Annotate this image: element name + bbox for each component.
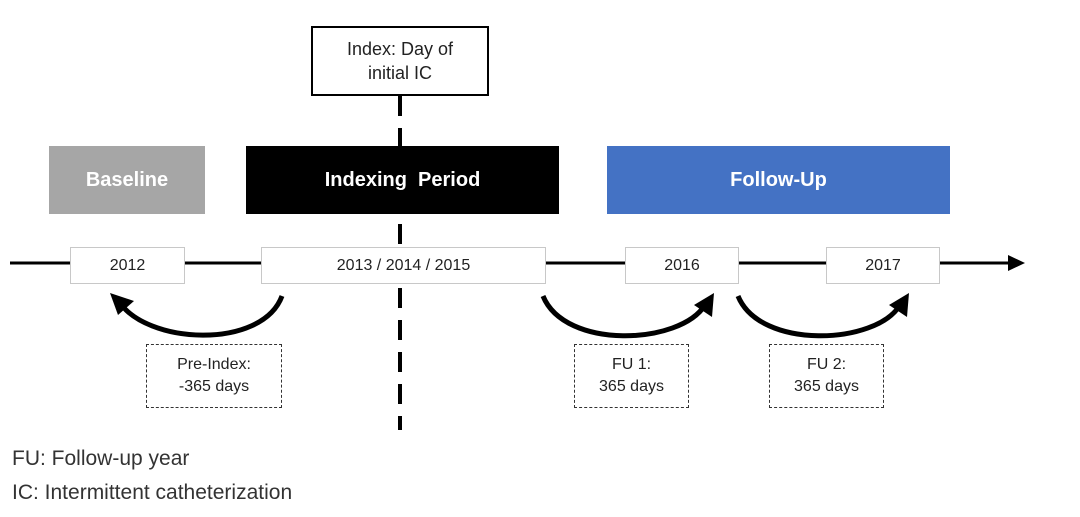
fu1-curved-arrow [540,294,708,339]
pre-index-note-line1: Pre-Index: [177,356,251,373]
fu1-arrowhead [694,293,714,317]
index-box-line1: Index: Day of [346,39,454,59]
year-box-2017: 2017 [826,247,940,284]
year-box-2013-2015: 2013 / 2014 / 2015 [261,247,546,284]
indexing-period-label: Indexing Period [324,168,481,191]
year-box-2012: 2012 [70,247,185,284]
index-box-line2: initial IC [367,63,433,83]
fu2-note-line2: 365 days [794,378,859,395]
year-box-2016: 2016 [625,247,739,284]
pre-index-arrowhead [110,293,134,315]
pre-index-note-line2: -365 days [178,378,250,395]
followup-period-bar: Follow-Up [607,146,950,214]
pre-index-curved-arrow [115,295,285,338]
baseline-period-bar: Baseline [49,146,205,214]
pre-index-note: Pre-Index: -365 days [146,344,282,408]
indexing-period-bar: Indexing Period [246,146,559,214]
fu1-note-line1: FU 1: [611,356,652,373]
index-day-box: Index: Day of initial IC [311,26,489,96]
fu1-note-line2: 365 days [599,378,664,395]
fu2-arrowhead [889,293,909,317]
fu2-note: FU 2: 365 days [769,344,884,408]
fu2-note-line1: FU 2: [806,356,847,373]
legend-ic: IC: Intermittent catheterization [12,481,293,504]
legend-fu: FU: Follow-up year [12,447,190,470]
timeline-arrowhead [1008,255,1025,271]
fu1-note: FU 1: 365 days [574,344,689,408]
fu2-curved-arrow [735,294,903,339]
